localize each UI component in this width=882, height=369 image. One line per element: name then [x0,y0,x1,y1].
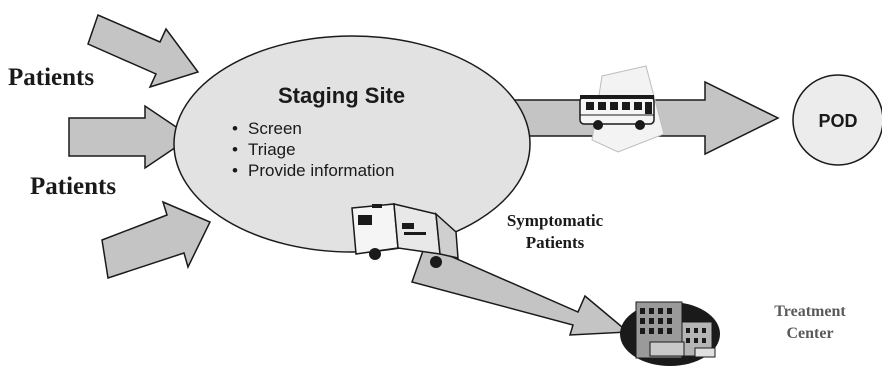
treatment-center-label-line2: Center [786,325,833,342]
staging-site-title: Staging Site [278,83,405,108]
svg-text:•: • [232,119,238,138]
svg-text:•: • [232,161,238,180]
bullet-provide-information: Provide information [248,161,394,180]
patients-label-upper: Patients [8,64,94,91]
staging-site-bullet-list: • Screen • Triage • Provide information [232,119,394,180]
symptomatic-label-line2: Patients [526,233,585,252]
bullet-triage: Triage [248,140,296,159]
input-arrow-top [87,13,200,89]
input-arrow-bottom [101,200,212,279]
patients-label-lower: Patients [30,173,116,200]
bus-icon [579,65,665,153]
svg-text:•: • [232,140,238,159]
symptomatic-label-line1: Symptomatic [507,211,604,230]
staging-site-ellipse [173,35,531,253]
pod-circle [792,74,882,166]
input-arrow-middle [68,104,193,170]
ambulance-icon [351,203,459,268]
pod-label: POD [818,111,857,131]
hospital-icon [620,301,720,366]
treatment-center-label-line1: Treatment [774,303,846,320]
treatment-arrow [411,243,630,336]
bullet-screen: Screen [248,119,302,138]
